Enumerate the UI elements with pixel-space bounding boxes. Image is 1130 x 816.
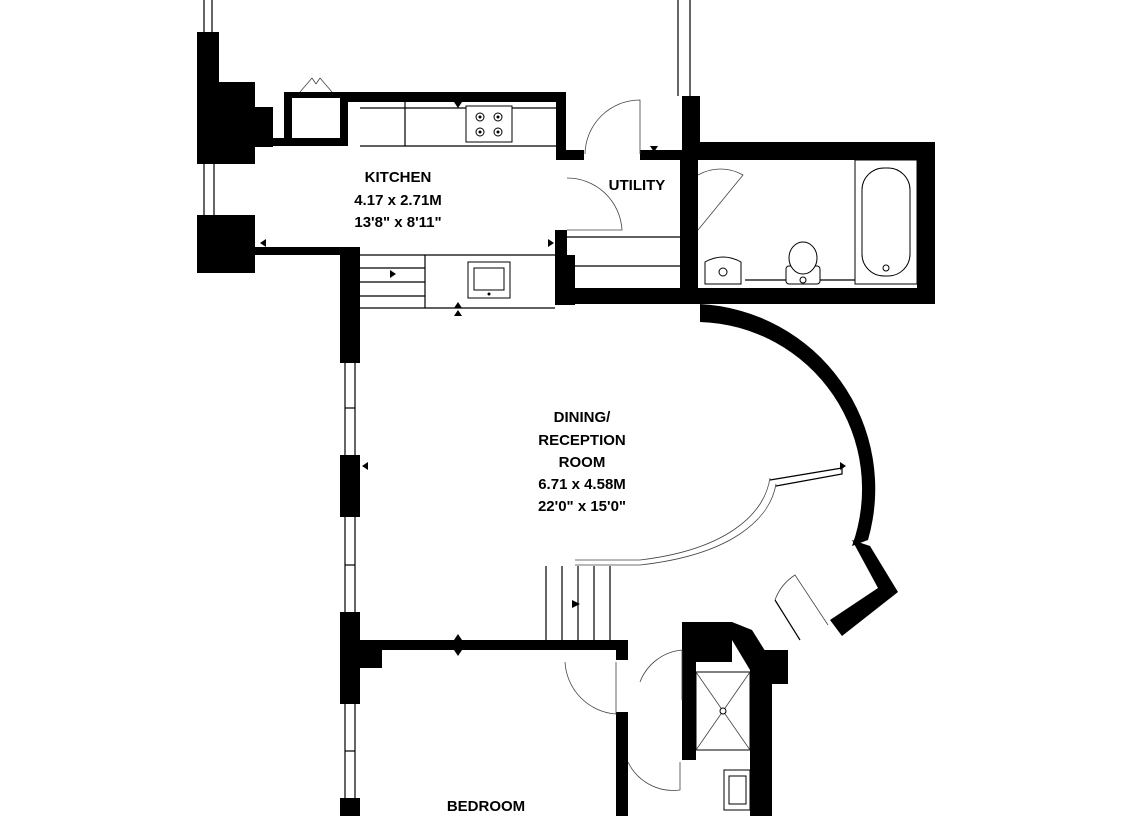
dining-name-line2: RECEPTION <box>538 432 626 449</box>
door-swing-icon <box>564 649 683 791</box>
cupboard <box>273 77 348 146</box>
bay-wall <box>575 304 898 636</box>
bedroom-label: BEDROOM <box>447 798 525 815</box>
dining-imperial: 22'0" x 15'0" <box>538 498 626 515</box>
stairs-icon <box>360 267 425 297</box>
utility-walls <box>555 0 935 305</box>
kitchen-metric: 4.17 x 2.71M <box>354 192 442 209</box>
toilet-icon <box>785 241 821 285</box>
hob-icon <box>465 105 513 143</box>
bedroom-walls <box>360 622 788 816</box>
kitchen-imperial: 13'8" x 8'11" <box>354 214 441 231</box>
basin-icon <box>704 256 742 285</box>
door-swing-icon <box>566 99 744 231</box>
kitchen-label: KITCHEN 4.17 x 2.71M 13'8" x 8'11" <box>354 169 442 231</box>
kitchen-walls <box>340 92 700 363</box>
dining-name-line1: DINING/ <box>554 409 612 426</box>
stairs-icon <box>545 566 611 640</box>
basin-icon <box>723 769 751 811</box>
dining-metric: 6.71 x 4.58M <box>538 476 626 493</box>
top-left-walls <box>197 0 360 273</box>
bathroom-walls <box>698 142 935 304</box>
door-swing-icon <box>774 574 829 641</box>
kitchen-name: KITCHEN <box>365 169 432 186</box>
shower-tray-icon <box>695 671 751 751</box>
dining-name-line3: ROOM <box>559 454 606 471</box>
bedroom-name: BEDROOM <box>447 798 525 815</box>
bath-icon <box>854 159 918 285</box>
utility-name: UTILITY <box>609 177 666 194</box>
dimension-arrows <box>260 102 846 656</box>
sink-icon <box>467 261 511 299</box>
dining-label: DINING/ RECEPTION ROOM 6.71 x 4.58M 22'0… <box>538 409 626 515</box>
dining-left-wall <box>340 363 360 816</box>
utility-label: UTILITY <box>609 177 666 194</box>
